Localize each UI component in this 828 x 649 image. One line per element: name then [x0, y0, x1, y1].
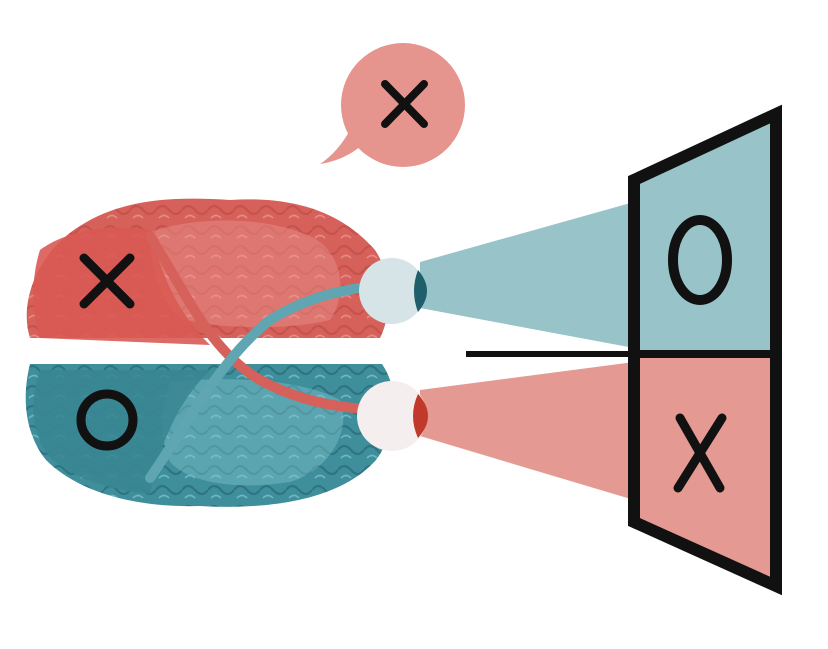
screen-o-symbol	[668, 215, 732, 305]
speech-bubble-x-symbol	[381, 80, 428, 128]
speech-bubble	[320, 43, 465, 167]
bottom-eye-iris	[413, 394, 428, 438]
bottom-eye	[357, 381, 428, 451]
top-eye-iris	[414, 270, 427, 312]
screen-x-symbol	[673, 413, 727, 493]
screen-panel	[628, 104, 782, 596]
top-eye	[359, 258, 427, 324]
red-optic-pathway	[145, 231, 385, 415]
bottom-left-cortex-region	[33, 370, 210, 494]
brain-x-symbol	[79, 253, 135, 309]
brain-o-symbol	[76, 389, 138, 451]
blue-optic-pathway	[145, 281, 385, 483]
top-vision-beam	[420, 202, 634, 348]
screen-frame	[628, 104, 782, 596]
bottom-vision-beam	[420, 362, 634, 500]
screen-top-field	[634, 114, 776, 354]
top-left-cortex-region	[33, 227, 210, 345]
